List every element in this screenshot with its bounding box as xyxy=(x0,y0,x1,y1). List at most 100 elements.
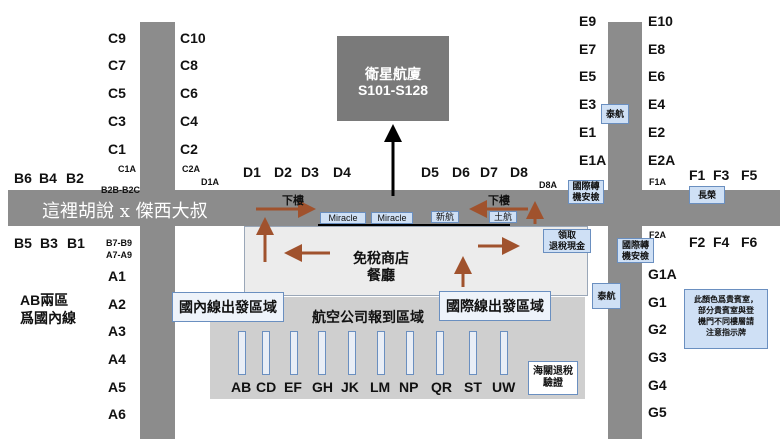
customs-refund-line1: 海關退稅 xyxy=(533,366,573,377)
gate-g5: G5 xyxy=(648,404,667,420)
gate-d2: D2 xyxy=(274,164,292,180)
gate-b1: B1 xyxy=(67,235,85,251)
gate-e4: E4 xyxy=(648,96,666,112)
gate-b3: B3 xyxy=(40,235,58,251)
gate-e6: E6 xyxy=(648,68,666,84)
gate-c2a: C2A xyxy=(182,164,201,174)
gate-g3: G3 xyxy=(648,349,667,365)
gate-e8: E8 xyxy=(648,41,666,57)
gate-a4: A4 xyxy=(108,351,126,367)
gate-d1: D1 xyxy=(243,164,261,180)
transfer-security-lower: 國際轉 機安檢 xyxy=(617,238,654,263)
gate-g4: G4 xyxy=(648,377,667,393)
counter-np: NP xyxy=(399,379,419,395)
counter-island xyxy=(290,331,298,375)
gate-d1a: D1A xyxy=(201,177,220,187)
counter-island xyxy=(500,331,508,375)
satellite-title: 衛星航廈 xyxy=(365,66,421,82)
legend-note-line2: 部分貴賓室與登 xyxy=(698,306,754,315)
gate-e2: E2 xyxy=(648,124,666,140)
counter-ef: EF xyxy=(284,379,302,395)
ab-zone-note-line1: AB兩區 xyxy=(20,292,69,308)
counter-island xyxy=(348,331,356,375)
counter-island xyxy=(406,331,414,375)
counter-island xyxy=(436,331,444,375)
gate-e7: E7 xyxy=(579,41,597,57)
thai-airways-lounge-e: 泰航 xyxy=(601,104,629,124)
gate-e9: E9 xyxy=(579,13,597,29)
international-departure-zone: 國際線出發區域 xyxy=(439,291,551,321)
downstairs-label-left: 下樓 xyxy=(282,195,304,207)
customs-refund-line2: 驗證 xyxy=(543,378,563,389)
counter-jk: JK xyxy=(341,379,359,395)
satellite-gates: S101-S128 xyxy=(357,82,429,98)
eva-air-lounge: 長榮 xyxy=(689,186,725,204)
gate-c4: C4 xyxy=(180,113,198,129)
counter-gh: GH xyxy=(312,379,333,395)
gate-d8: D8 xyxy=(510,164,528,180)
legend-note-line1: 此顏色爲貴賓室， xyxy=(694,295,758,304)
ab-zone-note-line2: 爲國內線 xyxy=(20,310,76,326)
gate-b6: B6 xyxy=(14,170,32,186)
gate-d3: D3 xyxy=(301,164,319,180)
gate-c5: C5 xyxy=(108,85,126,101)
transfer-security-upper-line2: 機安檢 xyxy=(572,192,600,202)
counter-lm: LM xyxy=(370,379,391,395)
gate-c9: C9 xyxy=(108,30,126,46)
counter-island xyxy=(238,331,246,375)
transfer-security-lower-line1: 國際轉 xyxy=(621,239,649,250)
gate-a2: A2 xyxy=(108,296,126,312)
gate-c3: C3 xyxy=(108,113,126,129)
gate-a1: A1 xyxy=(108,268,126,284)
gate-f2: F2 xyxy=(689,234,706,250)
gate-c8: C8 xyxy=(180,57,198,73)
gate-e1a: E1A xyxy=(579,152,607,168)
gate-a7-a9: A7-A9 xyxy=(106,250,133,260)
gate-g1: G1 xyxy=(648,294,667,310)
legend-note-line4: 注意指示牌 xyxy=(706,328,746,337)
gate-b4: B4 xyxy=(39,170,57,186)
lounge-miracle-2: Miracle xyxy=(371,212,413,224)
thai-airways-lounge-g: 泰航 xyxy=(592,283,621,309)
lounge-turkish-airlines: 土航 xyxy=(489,211,517,223)
gate-g1a: G1A xyxy=(648,266,677,282)
gate-c1: C1 xyxy=(108,141,126,157)
corridor-eg-vertical xyxy=(608,22,642,439)
tax-refund-line1: 領取 xyxy=(557,230,576,240)
lounge-miracle-1: Miracle xyxy=(320,212,366,224)
transfer-security-upper: 國際轉 機安檢 xyxy=(568,180,604,204)
legend-note: 此顏色爲貴賓室， 部分貴賓室與登 機門不同樓層請 注意指示牌 xyxy=(684,289,768,349)
downstairs-label-right: 下樓 xyxy=(488,195,510,207)
corridor-bc-vertical xyxy=(140,22,175,439)
customs-tax-refund-box: 海關退稅 驗證 xyxy=(528,361,578,395)
counter-island xyxy=(318,331,326,375)
gate-f4: F4 xyxy=(713,234,730,250)
counter-island xyxy=(377,331,385,375)
gate-b2: B2 xyxy=(66,170,84,186)
gate-c1a: C1A xyxy=(118,164,137,174)
satellite-terminal xyxy=(337,36,449,121)
corridor-watermark-text: 這裡胡說 x 傑西大叔 xyxy=(42,201,208,222)
lounge-singapore-airlines: 新航 xyxy=(431,211,459,223)
gate-f3: F3 xyxy=(713,167,730,183)
legend-note-line3: 機門不同樓層請 xyxy=(698,317,754,326)
checkin-area-title: 航空公司報到區域 xyxy=(312,309,424,325)
gate-c7: C7 xyxy=(108,57,126,73)
gate-e1: E1 xyxy=(579,124,597,140)
duty-free-restaurant: 餐廳 xyxy=(367,267,395,283)
gate-a3: A3 xyxy=(108,323,126,339)
tax-refund-line2: 退稅現金 xyxy=(548,241,585,251)
counter-st: ST xyxy=(464,379,482,395)
counter-qr: QR xyxy=(431,379,452,395)
gate-d8a: D8A xyxy=(539,180,558,190)
gate-f5: F5 xyxy=(741,167,758,183)
gate-f1: F1 xyxy=(689,167,706,183)
transfer-security-upper-line1: 國際轉 xyxy=(572,181,600,191)
counter-uw: UW xyxy=(492,379,516,395)
gate-d7: D7 xyxy=(480,164,498,180)
counter-ab: AB xyxy=(231,379,252,395)
gate-g2: G2 xyxy=(648,321,667,337)
counter-cd: CD xyxy=(256,379,277,395)
tax-refund-cash: 領取 退稅現金 xyxy=(543,229,591,253)
